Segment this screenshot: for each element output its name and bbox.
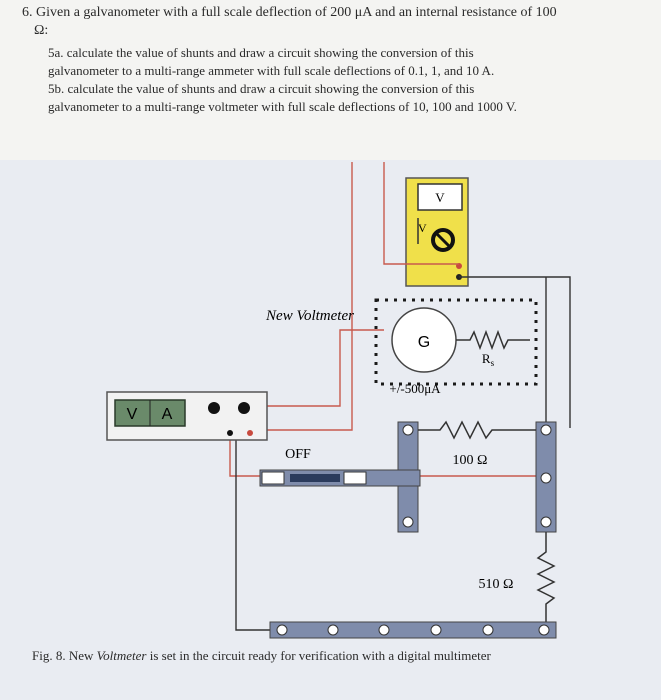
supply-v-label: V bbox=[127, 406, 138, 423]
wire-black-meter bbox=[459, 276, 571, 428]
resistor-510-label: 510 Ω bbox=[479, 577, 514, 592]
caption-suffix: is set in the circuit ready for verifica… bbox=[149, 648, 491, 663]
wire-red-galvanometer bbox=[249, 329, 384, 433]
galvanometer-range-label: +/-500μA bbox=[389, 381, 441, 396]
bottom-rail bbox=[269, 621, 557, 639]
series-resistor-letter: R bbox=[482, 351, 491, 366]
bottom-terminal-5 bbox=[482, 624, 494, 636]
new-voltmeter-label: New Voltmeter bbox=[265, 308, 354, 324]
bottom-terminal-6 bbox=[538, 624, 550, 636]
caption-prefix: Fig. 8. New bbox=[32, 648, 94, 663]
multimeter-display bbox=[417, 183, 463, 211]
switch-lever bbox=[290, 474, 340, 482]
new-voltmeter-box bbox=[374, 298, 538, 386]
supply-a-label: A bbox=[162, 406, 173, 423]
supply-terminal-black bbox=[227, 430, 233, 436]
rail-right-terminal-3 bbox=[540, 516, 552, 528]
resistor-510-symbol bbox=[536, 532, 556, 630]
selector-dial-pointer bbox=[434, 231, 452, 249]
question-omega: Ω: bbox=[34, 23, 49, 38]
caption-italic: Voltmeter bbox=[96, 648, 147, 663]
multimeter-port-label: V bbox=[418, 221, 427, 235]
wire-red-supply bbox=[229, 433, 540, 477]
supply-knob-2 bbox=[238, 402, 250, 414]
question-text-panel: 6. Given a galvanometer with a full scal… bbox=[0, 0, 661, 160]
part-a-line-2: galvanometer to a multi-range ammeter wi… bbox=[48, 63, 495, 78]
rail-left-terminal-3 bbox=[402, 516, 414, 528]
bottom-terminal-4 bbox=[430, 624, 442, 636]
supply-knob-1 bbox=[208, 402, 220, 414]
part-b-line-1: 5b. calculate the value of shunts and dr… bbox=[48, 81, 475, 96]
part-a-line-1: 5a. calculate the value of shunts and dr… bbox=[48, 45, 474, 60]
figure-caption: Fig. 8. New Voltmeter is set in the circ… bbox=[32, 648, 491, 664]
bottom-terminal-3 bbox=[378, 624, 390, 636]
galvanometer-label: G bbox=[418, 334, 430, 351]
switch-terminal-right bbox=[343, 471, 367, 485]
series-resistor-subscript: s bbox=[491, 358, 495, 368]
switch-terminal-left bbox=[261, 471, 285, 485]
series-resistor-label: Rs bbox=[482, 351, 495, 368]
wire-red-top bbox=[266, 162, 353, 431]
supply-terminal-red bbox=[247, 430, 253, 436]
wire-red-meter bbox=[383, 162, 459, 265]
switch-label: OFF bbox=[285, 447, 311, 462]
rail-right-terminal-1 bbox=[540, 424, 552, 436]
multimeter-display-label: V bbox=[435, 190, 445, 205]
bottom-terminal-1 bbox=[276, 624, 288, 636]
resistor-100-symbol bbox=[418, 420, 536, 440]
resistor-100-label: 100 Ω bbox=[453, 453, 488, 468]
part-b-line-2: galvanometer to a multi-range voltmeter … bbox=[48, 99, 517, 114]
wire-black-supply bbox=[235, 433, 280, 631]
bottom-terminal-2 bbox=[327, 624, 339, 636]
rail-left-terminal-1 bbox=[402, 424, 414, 436]
question-title: 6. Given a galvanometer with a full scal… bbox=[22, 5, 557, 20]
circuit-figure: V V V A New Voltmeter G Rs +/-500μA bbox=[0, 160, 661, 700]
circuit-diagram: V V V A New Voltmeter G Rs +/-500μA bbox=[106, 162, 571, 639]
series-resistor-symbol bbox=[456, 329, 530, 351]
rail-right-terminal-2 bbox=[540, 472, 552, 484]
